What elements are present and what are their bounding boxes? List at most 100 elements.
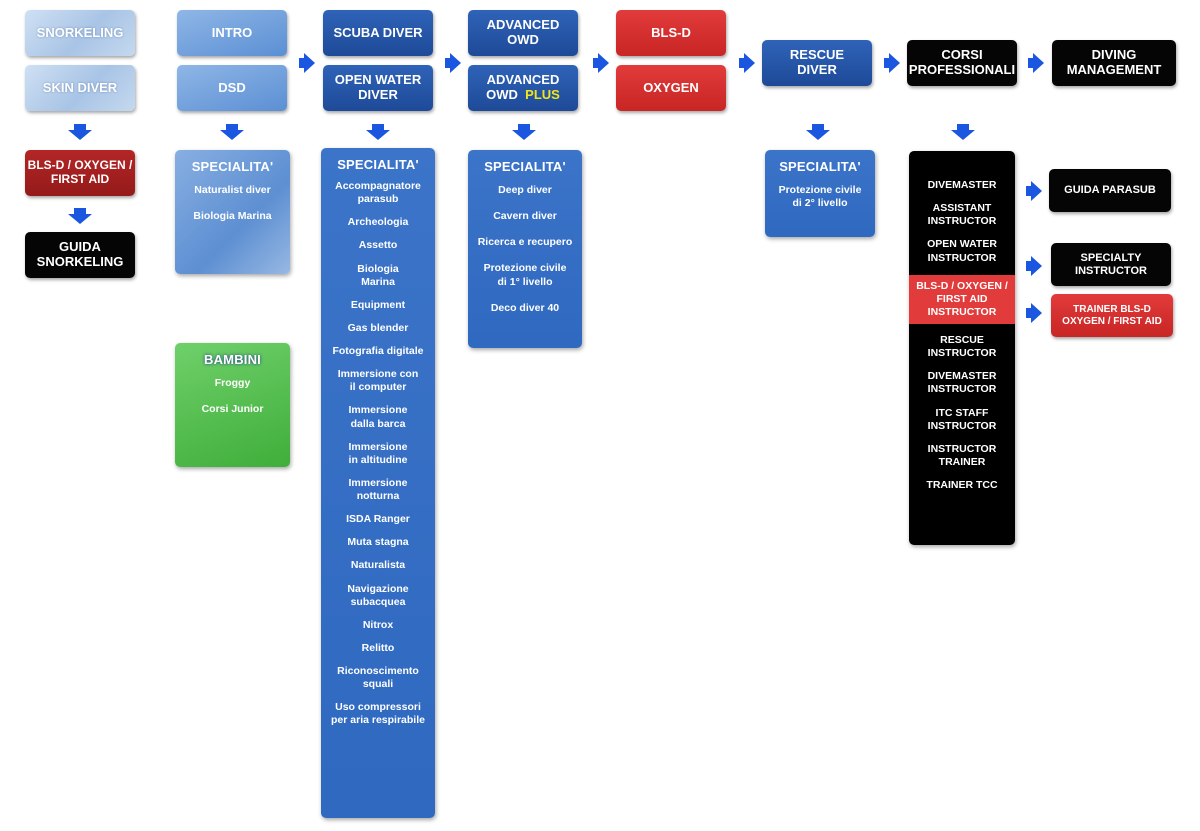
- specialita-title: SPECIALITA': [191, 159, 274, 174]
- dsd-box[interactable]: DSD: [177, 65, 287, 111]
- professional-course-item[interactable]: ASSISTANT INSTRUCTOR: [927, 202, 997, 228]
- rescue-diver-box[interactable]: RESCUE DIVER: [762, 40, 872, 86]
- advplus-line1: ADVANCED: [486, 72, 560, 88]
- specialita-item[interactable]: ISDA Ranger: [346, 513, 410, 526]
- specialita-item[interactable]: Immersione con il computer: [337, 368, 419, 394]
- arrow-down-icon: [366, 130, 390, 140]
- specialita-item[interactable]: Accompagnatore parasub: [335, 180, 421, 206]
- specialita-item[interactable]: Assetto: [358, 239, 398, 252]
- arrow-right-icon: [889, 53, 900, 73]
- professional-course-item[interactable]: ITC STAFF INSTRUCTOR: [927, 406, 997, 432]
- bls-oxygen-first-aid-box[interactable]: BLS-D / OXYGEN / FIRST AID: [25, 150, 135, 196]
- specialita-item[interactable]: Nitrox: [362, 618, 394, 631]
- specialita-item[interactable]: Biologia Marina: [357, 262, 399, 288]
- specialita-item[interactable]: Archeologia: [347, 216, 409, 229]
- oxygen-label: OXYGEN: [643, 79, 699, 95]
- specialita-item[interactable]: Navigazione subacquea: [347, 582, 409, 608]
- diving-line2: MANAGEMENT: [1066, 62, 1162, 77]
- guida-parasub-box[interactable]: GUIDA PARASUB: [1049, 169, 1171, 212]
- specialita-item[interactable]: Muta stagna: [347, 536, 409, 549]
- diving-management-box[interactable]: DIVING MANAGEMENT: [1052, 40, 1176, 86]
- specialita-item[interactable]: Cavern diver: [493, 210, 557, 223]
- specialita-title: SPECIALITA': [337, 157, 419, 172]
- snorkeling-label: SNORKELING: [36, 24, 124, 40]
- professional-courses-list: DIVEMASTER ASSISTANT INSTRUCTOR OPEN WATER…: [909, 151, 1015, 492]
- specialita-item[interactable]: Naturalist diver: [194, 184, 271, 196]
- specialita-item[interactable]: Immersione notturna: [348, 476, 408, 502]
- advplus-line2: OWD PLUS: [486, 87, 560, 103]
- professional-course-item[interactable]: TRAINER TCC: [926, 479, 998, 491]
- specialty-instructor-box[interactable]: SPECIALTY INSTRUCTOR: [1051, 243, 1171, 286]
- arrow-down-icon: [220, 130, 244, 140]
- specialita-item[interactable]: Naturalista: [350, 559, 406, 572]
- arrow-right-icon: [304, 53, 315, 73]
- snorkeling-box[interactable]: SNORKELING: [25, 10, 135, 56]
- arrow-stem: [957, 124, 969, 130]
- specialita-item[interactable]: Relitto: [361, 641, 395, 654]
- specialita-title: SPECIALITA': [779, 159, 861, 174]
- advanced-owd-plus-box[interactable]: ADVANCED OWD PLUS: [468, 65, 578, 111]
- bambini-title: BAMBINI: [203, 352, 261, 367]
- open-water-diver-box[interactable]: OPEN WATER DIVER: [323, 65, 433, 111]
- specialita-item[interactable]: Ricerca e recupero: [477, 236, 573, 249]
- specialita-item[interactable]: Gas blender: [347, 321, 409, 334]
- professional-courses-panel: DIVEMASTER ASSISTANT INSTRUCTOR OPEN WATER…: [909, 151, 1015, 545]
- bambini-item[interactable]: Corsi Junior: [201, 403, 264, 416]
- arrow-stem: [74, 208, 86, 214]
- arrow-right-icon: [744, 53, 755, 73]
- arrow-stem: [1026, 186, 1032, 196]
- arrow-stem: [884, 58, 890, 68]
- professional-course-item[interactable]: DIVEMASTER: [927, 179, 997, 191]
- intro-label: INTRO: [211, 24, 253, 40]
- owd-line1: OPEN WATER: [334, 72, 422, 88]
- professional-course-item[interactable]: OPEN WATER INSTRUCTOR: [927, 238, 997, 264]
- bls-line1: BLS-D / OXYGEN /: [27, 158, 133, 173]
- bls-d-box[interactable]: BLS-D: [616, 10, 726, 56]
- oxygen-box[interactable]: OXYGEN: [616, 65, 726, 111]
- arrow-right-icon: [450, 53, 461, 73]
- corsi-line1: CORSI: [941, 47, 983, 63]
- guida-parasub-label: GUIDA PARASUB: [1064, 184, 1156, 197]
- specialita-item[interactable]: Immersione in altitudine: [348, 440, 408, 466]
- arrow-stem: [74, 124, 86, 130]
- guida-snorkeling-box[interactable]: GUIDA SNORKELING: [25, 232, 135, 278]
- owd-line2: DIVER: [358, 87, 398, 102]
- arrow-right-icon: [1033, 53, 1044, 73]
- guida-line1: GUIDA: [59, 239, 101, 255]
- trainer-bls-box[interactable]: TRAINER BLS-D OXYGEN / FIRST AID: [1051, 294, 1173, 337]
- professional-course-item[interactable]: RESCUE INSTRUCTOR: [927, 334, 997, 360]
- specialita-item[interactable]: Equipment: [350, 298, 406, 311]
- specialita-item[interactable]: Uso compressori per aria respirabile: [331, 701, 425, 727]
- skin-diver-box[interactable]: SKIN DIVER: [25, 65, 135, 111]
- trainer-bls-line2: OXYGEN / FIRST AID: [1062, 315, 1162, 327]
- arrow-down-icon: [68, 214, 92, 224]
- specialita-item[interactable]: Deco diver 40: [490, 301, 560, 314]
- specialita-item[interactable]: Biologia Marina: [193, 210, 272, 223]
- professional-course-item[interactable]: BLS-D / OXYGEN / FIRST AID INSTRUCTOR: [909, 274, 1015, 324]
- bambini-item[interactable]: Froggy: [214, 377, 251, 389]
- rescue-line1: RESCUE: [789, 47, 845, 63]
- bls-d-label: BLS-D: [651, 24, 691, 40]
- specialita-item[interactable]: Riconoscimento squali: [337, 665, 419, 691]
- arrow-stem: [1026, 261, 1032, 271]
- intro-box[interactable]: INTRO: [177, 10, 287, 56]
- scuba-diver-box[interactable]: SCUBA DIVER: [323, 10, 433, 56]
- specialita-item[interactable]: Protezione civile di 2° livello: [778, 184, 862, 210]
- specialita-item[interactable]: Fotografia digitale: [332, 345, 424, 357]
- corsi-professionali-box[interactable]: CORSI PROFESSIONALI: [907, 40, 1017, 86]
- arrow-stem: [226, 124, 238, 130]
- skin-diver-label: SKIN DIVER: [42, 79, 118, 95]
- specialita-item[interactable]: Deep diver: [498, 184, 552, 196]
- arrow-stem: [593, 58, 599, 68]
- professional-course-item[interactable]: DIVEMASTER INSTRUCTOR: [927, 370, 997, 396]
- specialita-item[interactable]: Immersione dalla barca: [348, 404, 408, 430]
- arrow-stem: [1028, 58, 1034, 68]
- advanced-owd-box[interactable]: ADVANCED OWD: [468, 10, 578, 56]
- professional-course-item[interactable]: INSTRUCTOR TRAINER: [927, 442, 997, 468]
- arrow-down-icon: [951, 130, 975, 140]
- specialita-item[interactable]: Protezione civile di 1° livello: [483, 262, 567, 288]
